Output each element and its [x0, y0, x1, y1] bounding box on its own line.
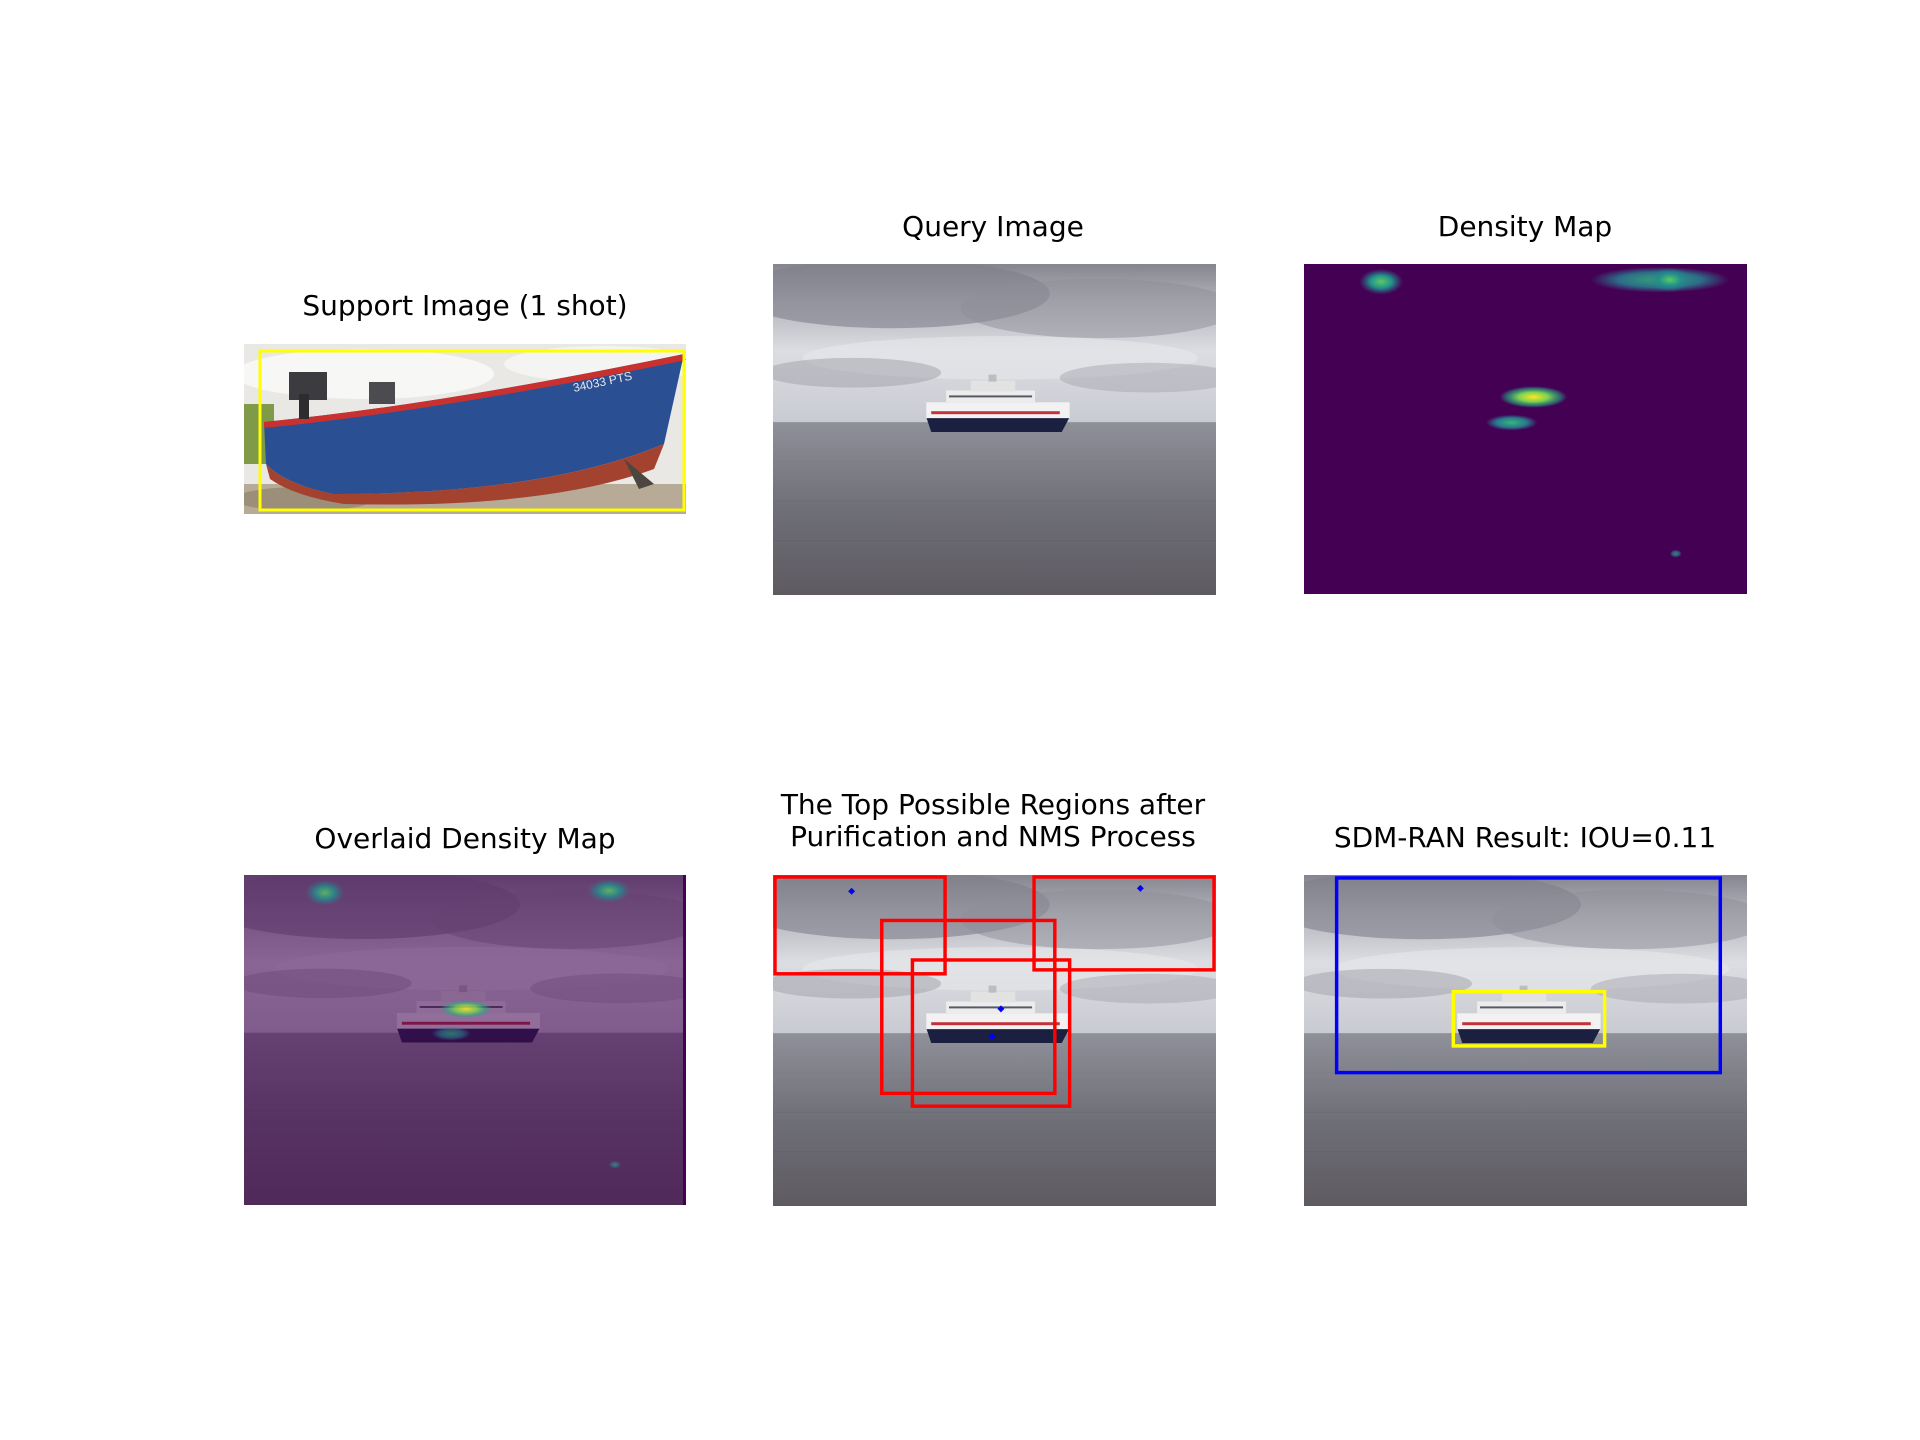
- overlaid-density-map: [244, 875, 686, 1205]
- top-regions-title: The Top Possible Regions after Purificat…: [780, 788, 1206, 853]
- result-image: [1304, 875, 1747, 1206]
- ground-truth-box: [1451, 989, 1607, 1048]
- region-box: [910, 958, 1072, 1108]
- region-center-point: [997, 1005, 1005, 1013]
- result-title: SDM-RAN Result: IOU=0.11: [1333, 821, 1717, 854]
- overlaid-density-map-title: Overlaid Density Map: [314, 822, 616, 855]
- support-bounding-box: [258, 349, 686, 512]
- query-image: [773, 264, 1216, 595]
- density-map-title: Density Map: [1437, 210, 1613, 243]
- region-box: [880, 918, 1057, 1096]
- query-image-title: Query Image: [902, 210, 1084, 243]
- support-image-title: Support Image (1 shot): [302, 289, 628, 322]
- predicted-box: [1334, 876, 1723, 1075]
- top-regions-image: [773, 875, 1216, 1206]
- region-box: [773, 875, 947, 976]
- support-image: 34033 PTS: [244, 344, 686, 514]
- density-map: [1304, 264, 1747, 594]
- region-box: [1032, 875, 1216, 972]
